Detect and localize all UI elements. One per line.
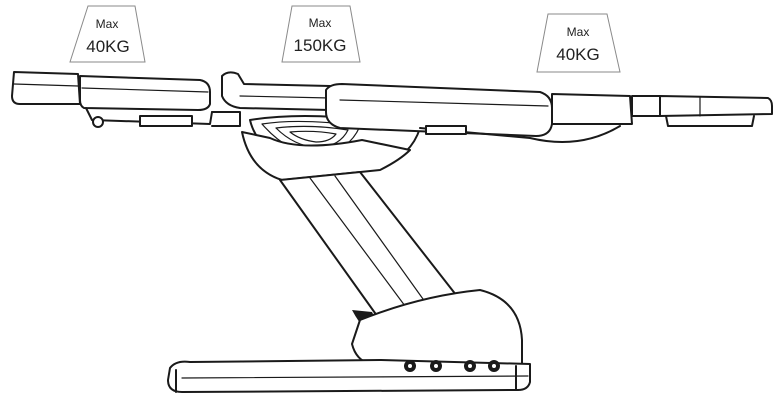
mechanism-arc-2 [275, 125, 349, 149]
base [167, 289, 531, 393]
backrest-seam [81, 87, 209, 93]
leg-bracket [425, 125, 467, 135]
load-label-head: Max 40KG [69, 5, 146, 63]
label-max-text: Max [309, 16, 332, 30]
base-housing [351, 289, 523, 365]
column-head [241, 131, 411, 181]
label-weight-text: 150KG [294, 36, 347, 55]
headrest-seam [13, 83, 79, 87]
mechanism-arc-3 [289, 130, 337, 143]
label-tag-shape [281, 5, 361, 63]
control-pedal-1-center [408, 364, 412, 368]
column-edge-line-2 [334, 175, 429, 307]
column-edge-line [309, 177, 409, 311]
control-pedal-4-center [492, 364, 496, 368]
base-plate-line [181, 375, 529, 379]
footrest-rail [665, 115, 755, 127]
load-label-seat: Max 150KG [281, 5, 361, 63]
column-support [241, 131, 461, 342]
label-max-text: Max [567, 25, 590, 39]
back-bracket [139, 115, 193, 127]
control-pedal-3-center [468, 364, 472, 368]
leg-pad-seam [339, 99, 549, 107]
backrest-pad [79, 75, 211, 111]
label-tag-shape [536, 13, 621, 73]
load-label-foot: Max 40KG [536, 13, 621, 73]
seat-joint [211, 111, 241, 127]
label-max-text: Max [96, 17, 119, 31]
seat-pad [221, 71, 337, 111]
leg-underside-curve [419, 125, 621, 143]
leg-extension [551, 93, 633, 125]
back-hinge [92, 116, 104, 128]
head-section [11, 71, 213, 128]
label-weight-text: 40KG [556, 45, 599, 64]
label-weight-text: 40KG [86, 37, 129, 56]
control-pedal-2-center [434, 364, 438, 368]
headrest-pad [11, 71, 81, 105]
footrest-pad [659, 95, 773, 117]
seat-seam [239, 95, 331, 99]
leg-joint [631, 95, 661, 117]
foot-section [325, 83, 773, 143]
label-tag-shape [69, 5, 146, 63]
